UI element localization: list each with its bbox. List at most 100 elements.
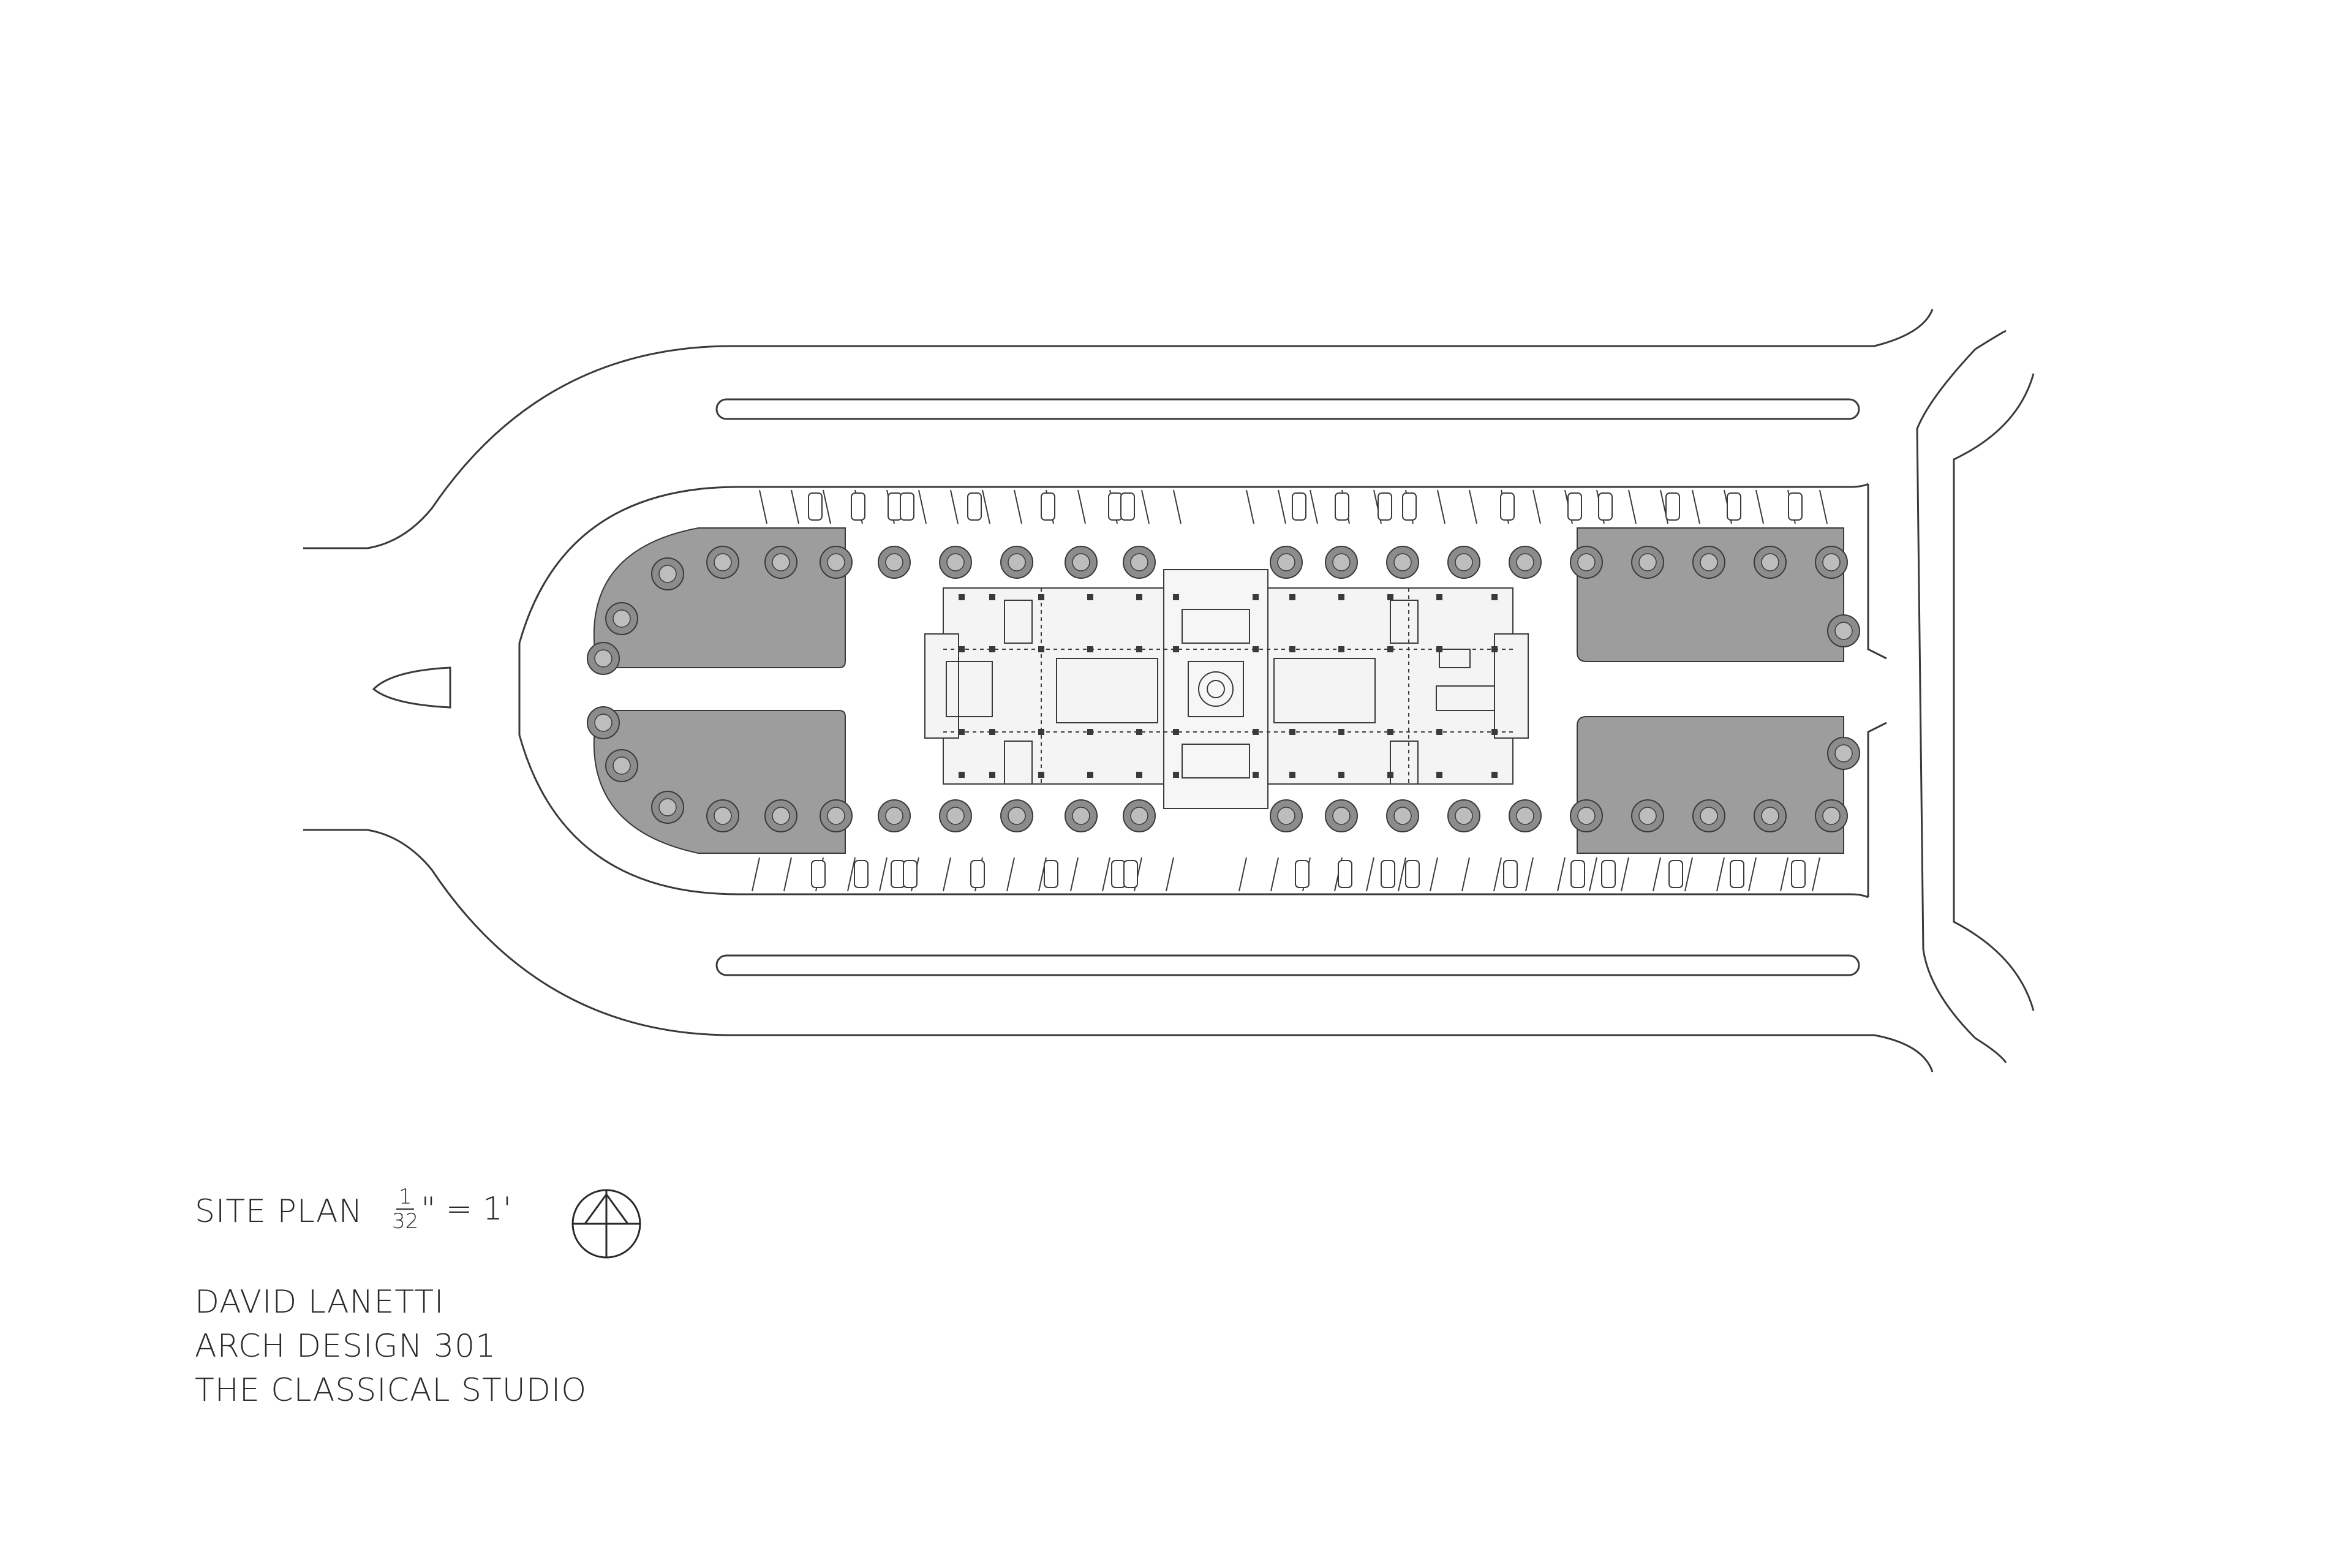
cross-road-edge [1953, 373, 2035, 1011]
tree-icon [1447, 799, 1480, 832]
parking-stall-line [1461, 857, 1470, 892]
parking-stall-line [752, 857, 760, 892]
column [1289, 729, 1295, 735]
parking-stall-line [791, 489, 799, 524]
parking-stall-line [1469, 489, 1477, 524]
column [1338, 772, 1344, 778]
parked-car [1503, 860, 1518, 888]
parked-car [1598, 492, 1613, 521]
column [1038, 646, 1044, 652]
parking-stall-line [1398, 857, 1406, 892]
parked-car [1402, 492, 1417, 521]
parking-stall-line [1819, 489, 1828, 524]
tree-icon [1827, 737, 1860, 770]
parked-car [1791, 860, 1806, 888]
cross-road-edge [1916, 348, 1977, 1039]
parking-stall-line [1310, 489, 1318, 524]
column [989, 646, 995, 652]
tree-icon [1815, 546, 1848, 579]
tree-icon [878, 799, 911, 832]
column [989, 594, 995, 600]
parked-car [1111, 860, 1126, 888]
parking-stall-line [1532, 489, 1541, 524]
parked-car [1295, 860, 1310, 888]
parked-car [1500, 492, 1515, 521]
parking-stall-line [1141, 489, 1150, 524]
tree-icon [1570, 799, 1603, 832]
parking-stall-line [1621, 857, 1629, 892]
parked-car [1338, 860, 1352, 888]
parked-car [1567, 492, 1582, 521]
parking-stall-line [1430, 857, 1438, 892]
outer-road-edge [303, 829, 1934, 1072]
parking-stall-line [1278, 489, 1286, 524]
parking-stall-line [1437, 489, 1446, 524]
column [1253, 772, 1259, 778]
parking-stall-line [950, 489, 959, 524]
tree-icon [1065, 546, 1098, 579]
column [1338, 729, 1344, 735]
author-name: DAVID LANETTI [195, 1284, 445, 1321]
tree-icon [1447, 546, 1480, 579]
column [1387, 772, 1393, 778]
column [1491, 772, 1498, 778]
parked-car [1668, 860, 1683, 888]
drawing-title: SITE PLAN [195, 1193, 363, 1230]
parking-stall-line [1755, 489, 1764, 524]
tree-icon [939, 546, 972, 579]
parking-stall-line [1077, 489, 1086, 524]
tree-rows [587, 546, 1860, 832]
parked-car [1378, 492, 1392, 521]
column [1173, 772, 1179, 778]
column [1491, 646, 1498, 652]
tree-icon [820, 799, 853, 832]
tree-icon [605, 602, 638, 635]
parking-stall-line [783, 857, 792, 892]
building-columns [959, 594, 1498, 778]
column [1338, 646, 1344, 652]
inner-road-edge [1867, 484, 1887, 660]
cross-road-edge [1975, 1037, 2007, 1063]
tree-icon [1065, 799, 1098, 832]
parked-car [1335, 492, 1349, 521]
studio-name: THE CLASSICAL STUDIO [195, 1372, 587, 1409]
column [1436, 646, 1442, 652]
parking-stall-line [1812, 857, 1820, 892]
scale-denominator: 32 [392, 1209, 419, 1234]
parking-stall-line [1070, 857, 1079, 892]
tree-icon [1815, 799, 1848, 832]
tree-icon [605, 749, 638, 782]
tree-icon [1509, 799, 1542, 832]
parking-stall-line [1102, 857, 1110, 892]
tree-icon [1000, 799, 1033, 832]
parking-stall-line [1366, 857, 1374, 892]
column [1087, 729, 1093, 735]
parking-stall-line [1780, 857, 1789, 892]
column [1491, 729, 1498, 735]
parking-stall-line [1246, 489, 1254, 524]
column [1253, 729, 1259, 735]
scale-suffix: " = 1' [421, 1191, 512, 1227]
column [1173, 646, 1179, 652]
tree-icon [1827, 614, 1860, 647]
parking-stall-line [1716, 857, 1725, 892]
tree-icon [1692, 799, 1725, 832]
tree-icon [878, 546, 911, 579]
column [1136, 594, 1142, 600]
column [1289, 646, 1295, 652]
scale-numerator: 1 [396, 1185, 415, 1210]
course-name: ARCH DESIGN 301 [195, 1328, 497, 1365]
tree-icon [1509, 546, 1542, 579]
parking-stall-line [1557, 857, 1566, 892]
column [1038, 729, 1044, 735]
tree-icon [587, 706, 620, 739]
lawn-right-bottom [1577, 716, 1844, 854]
column [989, 729, 995, 735]
parked-car [808, 492, 823, 521]
parked-car [900, 492, 914, 521]
parked-car [1108, 492, 1123, 521]
tree-icon [764, 546, 797, 579]
drawing-scale: 1 32 " = 1' [392, 1185, 511, 1233]
tree-icon [820, 546, 853, 579]
